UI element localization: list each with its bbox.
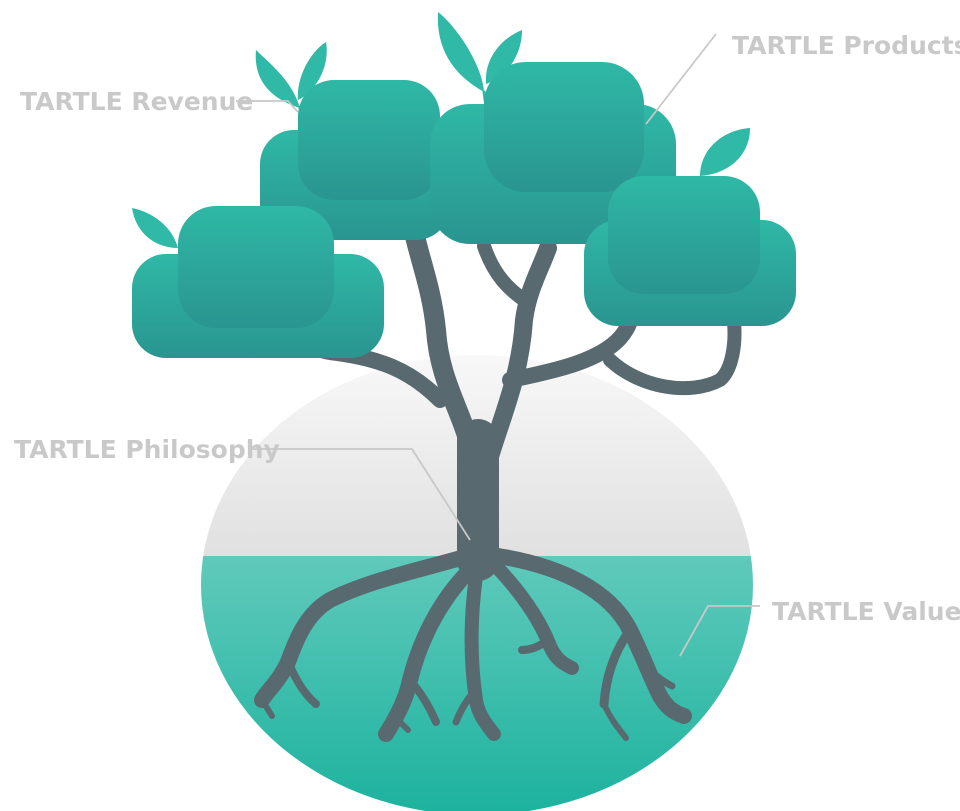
leaf-icon xyxy=(297,42,327,100)
canopy-cloud-left xyxy=(132,206,384,358)
tree-trunk xyxy=(304,222,742,581)
leaves xyxy=(132,12,750,248)
leader-line-revenue xyxy=(236,100,299,113)
labels: TARTLE Revenue TARTLE Products TARTLE Ph… xyxy=(14,31,960,626)
label-revenue: TARTLE Revenue xyxy=(20,87,253,116)
canopy-cloud-right xyxy=(584,176,796,326)
tree-roots xyxy=(254,548,692,742)
label-philosophy: TARTLE Philosophy xyxy=(14,435,280,464)
leader-lines xyxy=(236,33,760,657)
leader-line-values xyxy=(679,605,760,657)
label-values: TARTLE Values xyxy=(772,597,960,626)
leaf-icon xyxy=(485,30,522,84)
leaf-icon xyxy=(437,12,484,92)
leader-line-products xyxy=(645,33,717,125)
leader-line-philosophy xyxy=(252,448,471,541)
leaf-icon xyxy=(255,50,300,108)
tree-canopy xyxy=(132,62,796,358)
leaf-icon xyxy=(132,208,178,248)
label-products: TARTLE Products xyxy=(732,31,960,60)
leaf-icon xyxy=(700,128,750,176)
